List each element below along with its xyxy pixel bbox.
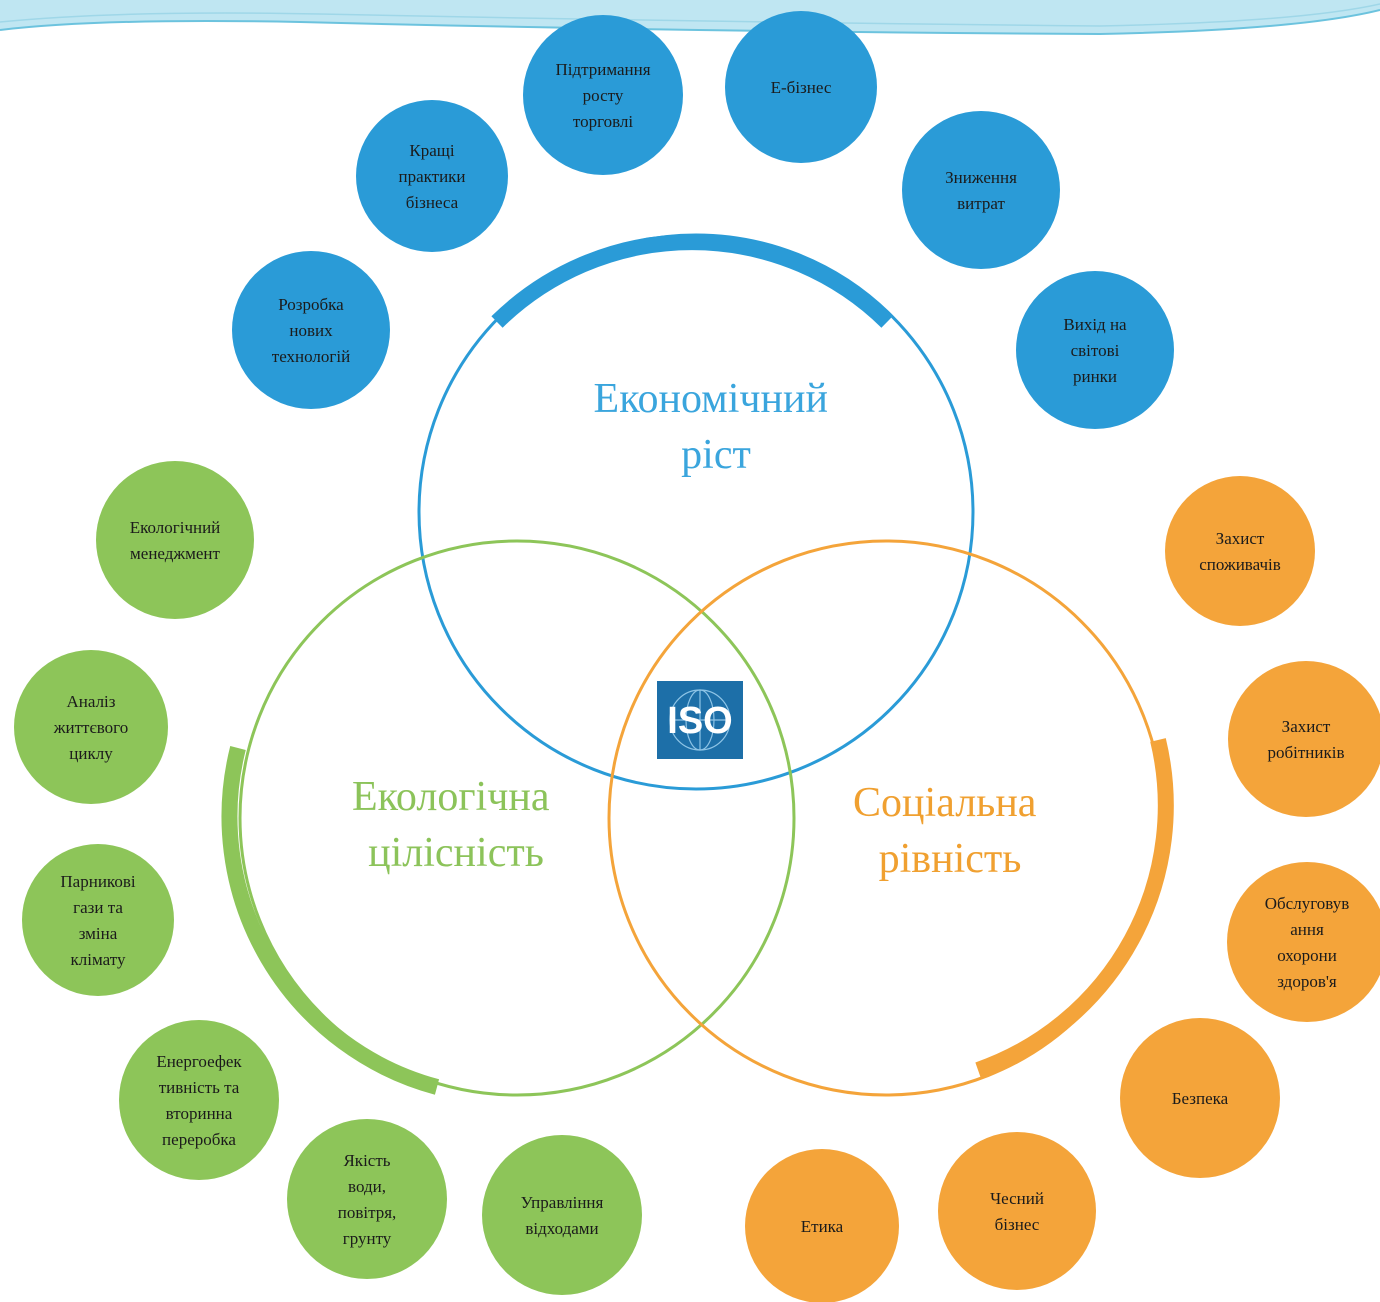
economic-node-circle: [232, 251, 390, 409]
globe-icon: [669, 689, 731, 751]
header-band: [0, 0, 1380, 36]
pillar-label-economic: Економічний ріст: [594, 376, 839, 478]
environmental-node-circle: [287, 1119, 447, 1279]
environmental-node-circle: [482, 1135, 642, 1295]
social-node-circle: [1165, 476, 1315, 626]
economic-node: Е-бізнес: [725, 11, 877, 163]
economic-node-circle: [523, 15, 683, 175]
environmental-node-circle: [119, 1020, 279, 1180]
environmental-node-circle: [14, 650, 168, 804]
social-node-circle: [1227, 862, 1380, 1022]
iso-logo: ISO: [657, 681, 743, 759]
accent-arc-environmental: [221, 746, 440, 1095]
social-node: Безпека: [1120, 1018, 1280, 1178]
social-node-label: Етика: [801, 1217, 844, 1236]
economic-node-circle: [902, 111, 1060, 269]
social-node-circle: [745, 1149, 899, 1302]
social-node-label: Безпека: [1172, 1089, 1229, 1108]
accent-arc-economic: [491, 234, 893, 328]
environmental-node-circle: [96, 461, 254, 619]
economic-node-circle: [356, 100, 508, 252]
pillar-label-environmental: Екологічна цілісність: [352, 774, 560, 876]
venn-circle-environmental: [238, 539, 796, 1097]
economic-node-label: Е-бізнес: [771, 78, 832, 97]
accent-arc-social: [975, 738, 1174, 1078]
pillar-label-social: Соціальна рівність: [853, 780, 1047, 882]
economic-node-circle: [1016, 271, 1174, 429]
social-node-circle: [938, 1132, 1096, 1290]
environmental-node-circle: [22, 844, 174, 996]
social-node: Етика: [745, 1149, 899, 1302]
economic-node-circle: [725, 11, 877, 163]
social-node-circle: [1228, 661, 1380, 817]
social-node-circle: [1120, 1018, 1280, 1178]
iso-badge-label: ISO: [667, 700, 732, 742]
